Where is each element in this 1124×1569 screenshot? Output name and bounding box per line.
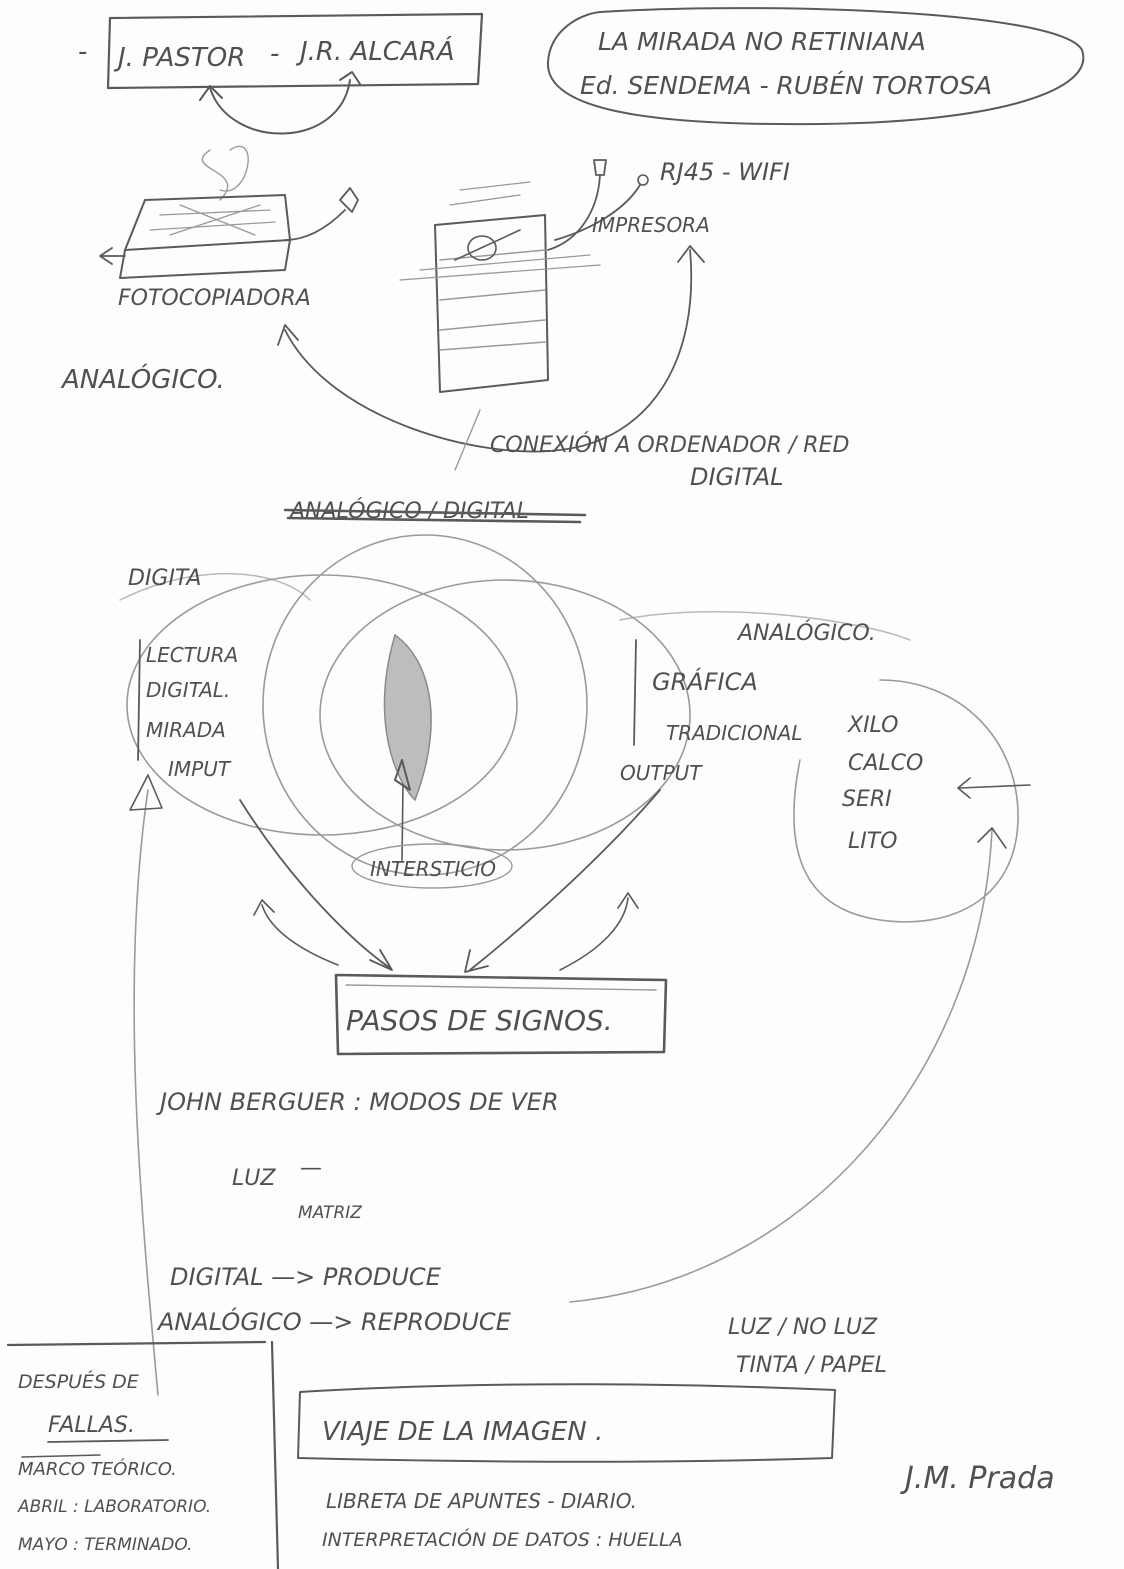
signature: J.M. Prada — [900, 1461, 1055, 1496]
venn-diagram: DIGITA ANALÓGICO. LECTURA DIGITAL. MIRAD… — [119, 534, 1031, 923]
connection-line-1: CONEXIÓN A ORDENADOR / RED — [490, 432, 849, 458]
signs-box-label: PASOS DE SIGNOS. — [346, 1004, 613, 1037]
schedule-line-1: DESPUÉS DE — [18, 1370, 139, 1393]
notes: LIBRETA DE APUNTES - DIARIO. INTERPRETAC… — [322, 1489, 683, 1551]
intersticio-ellipse — [351, 843, 513, 889]
technique-xilo: XILO — [847, 713, 898, 738]
produce-reproduce: DIGITAL —> PRODUCE ANALÓGICO —> REPRODUC… — [156, 1263, 512, 1336]
authors-dash: - — [78, 37, 87, 67]
viaje-label: VIAJE DE LA IMAGEN . — [322, 1417, 603, 1447]
luz-word: LUZ — [232, 1166, 276, 1191]
left-item-3: MIRADA — [146, 718, 226, 742]
technique-calco: CALCO — [848, 751, 923, 776]
technique-seri: SERI — [842, 787, 892, 812]
loop-arrows — [129, 774, 1007, 1396]
schedule-line-4: ABRIL : LABORATORIO. — [17, 1497, 211, 1517]
right-list: GRÁFICA TRADICIONAL OUTPUT — [620, 667, 802, 785]
book-title: LA MIRADA NO RETINIANA — [598, 27, 926, 56]
notes-line-1: LIBRETA DE APUNTES - DIARIO. — [326, 1489, 637, 1513]
techniques-list: XILO CALCO SERI LITO — [842, 713, 923, 854]
connection-line-2: DIGITAL — [690, 463, 783, 491]
luz-dash: — — [300, 1156, 322, 1181]
printer-label: IMPRESORA — [592, 213, 710, 237]
analog-reproduce: ANALÓGICO —> REPRODUCE — [156, 1306, 512, 1336]
schedule-line-3: MARCO TEÓRICO. — [18, 1458, 177, 1480]
venn-analog-circle — [319, 579, 691, 851]
schedule-line-5: MAYO : TERMINADO. — [18, 1535, 192, 1555]
author-alcala: J.R. ALCARÁ — [295, 35, 455, 67]
printer-sketch: RJ45 - WIFI IMPRESORA — [399, 158, 790, 393]
digital-produce: DIGITAL —> PRODUCE — [170, 1263, 442, 1291]
author-pastor: J. PASTOR — [113, 43, 245, 73]
schedule-box: DESPUÉS DE FALLAS. MARCO TEÓRICO. ABRIL … — [6, 1340, 280, 1569]
photocopier-sketch: FOTOCOPIADORA ANALÓGICO. — [60, 146, 359, 395]
left-item-2: DIGITAL. — [146, 678, 230, 702]
berger-reference: JOHN BERGUER : MODOS DE VER — [156, 1088, 559, 1116]
venn-digital-label: DIGITA — [128, 566, 201, 591]
book-bubble: LA MIRADA NO RETINIANA Ed. SENDEMA - RUB… — [546, 7, 1085, 126]
tinta-papel: TINTA / PAPEL — [736, 1353, 887, 1378]
left-item-1: LECTURA — [146, 643, 238, 667]
right-item-2: TRADICIONAL — [666, 721, 802, 745]
signs-box: PASOS DE SIGNOS. — [334, 973, 668, 1056]
authors-box: - J. PASTOR - J.R. ALCARÁ — [78, 12, 484, 135]
venn-center-circle — [262, 534, 588, 876]
analog-label-top: ANALÓGICO. — [60, 363, 225, 395]
luz-matriz: LUZ — MATRIZ — [232, 1156, 362, 1223]
venn-analog-label: ANALÓGICO. — [736, 620, 876, 646]
right-item-3: OUTPUT — [620, 761, 703, 785]
luz-tinta: LUZ / NO LUZ TINTA / PAPEL — [728, 1315, 887, 1378]
intersticio-label: INTERSTICIO — [370, 857, 496, 881]
technique-lito: LITO — [848, 829, 898, 854]
viaje-box: VIAJE DE LA IMAGEN . — [297, 1383, 836, 1463]
left-item-4: IMPUT — [168, 757, 232, 781]
schedule-line-2: FALLAS. — [48, 1413, 135, 1438]
connection-arc: CONEXIÓN A ORDENADOR / RED DIGITAL — [277, 245, 849, 491]
printer-connection: RJ45 - WIFI — [660, 158, 790, 186]
luz-no-luz: LUZ / NO LUZ — [728, 1315, 878, 1340]
book-publisher: Ed. SENDEMA - RUBÉN TORTOSA — [580, 71, 992, 100]
arrows-to-signs — [239, 789, 661, 973]
venn-intersection-hatch — [383, 633, 432, 802]
left-list: LECTURA DIGITAL. MIRADA IMPUT — [146, 643, 238, 781]
notes-line-2: INTERPRETACIÓN DE DATOS : HUELLA — [322, 1527, 683, 1551]
photocopier-label: FOTOCOPIADORA — [118, 286, 311, 311]
crossed-title: ANALÓGICO / DIGITAL — [283, 498, 587, 524]
authors-separator: - — [270, 39, 279, 69]
venn-digital-circle — [126, 574, 518, 836]
matriz-label: MATRIZ — [298, 1203, 362, 1223]
right-item-1: GRÁFICA — [652, 667, 758, 696]
